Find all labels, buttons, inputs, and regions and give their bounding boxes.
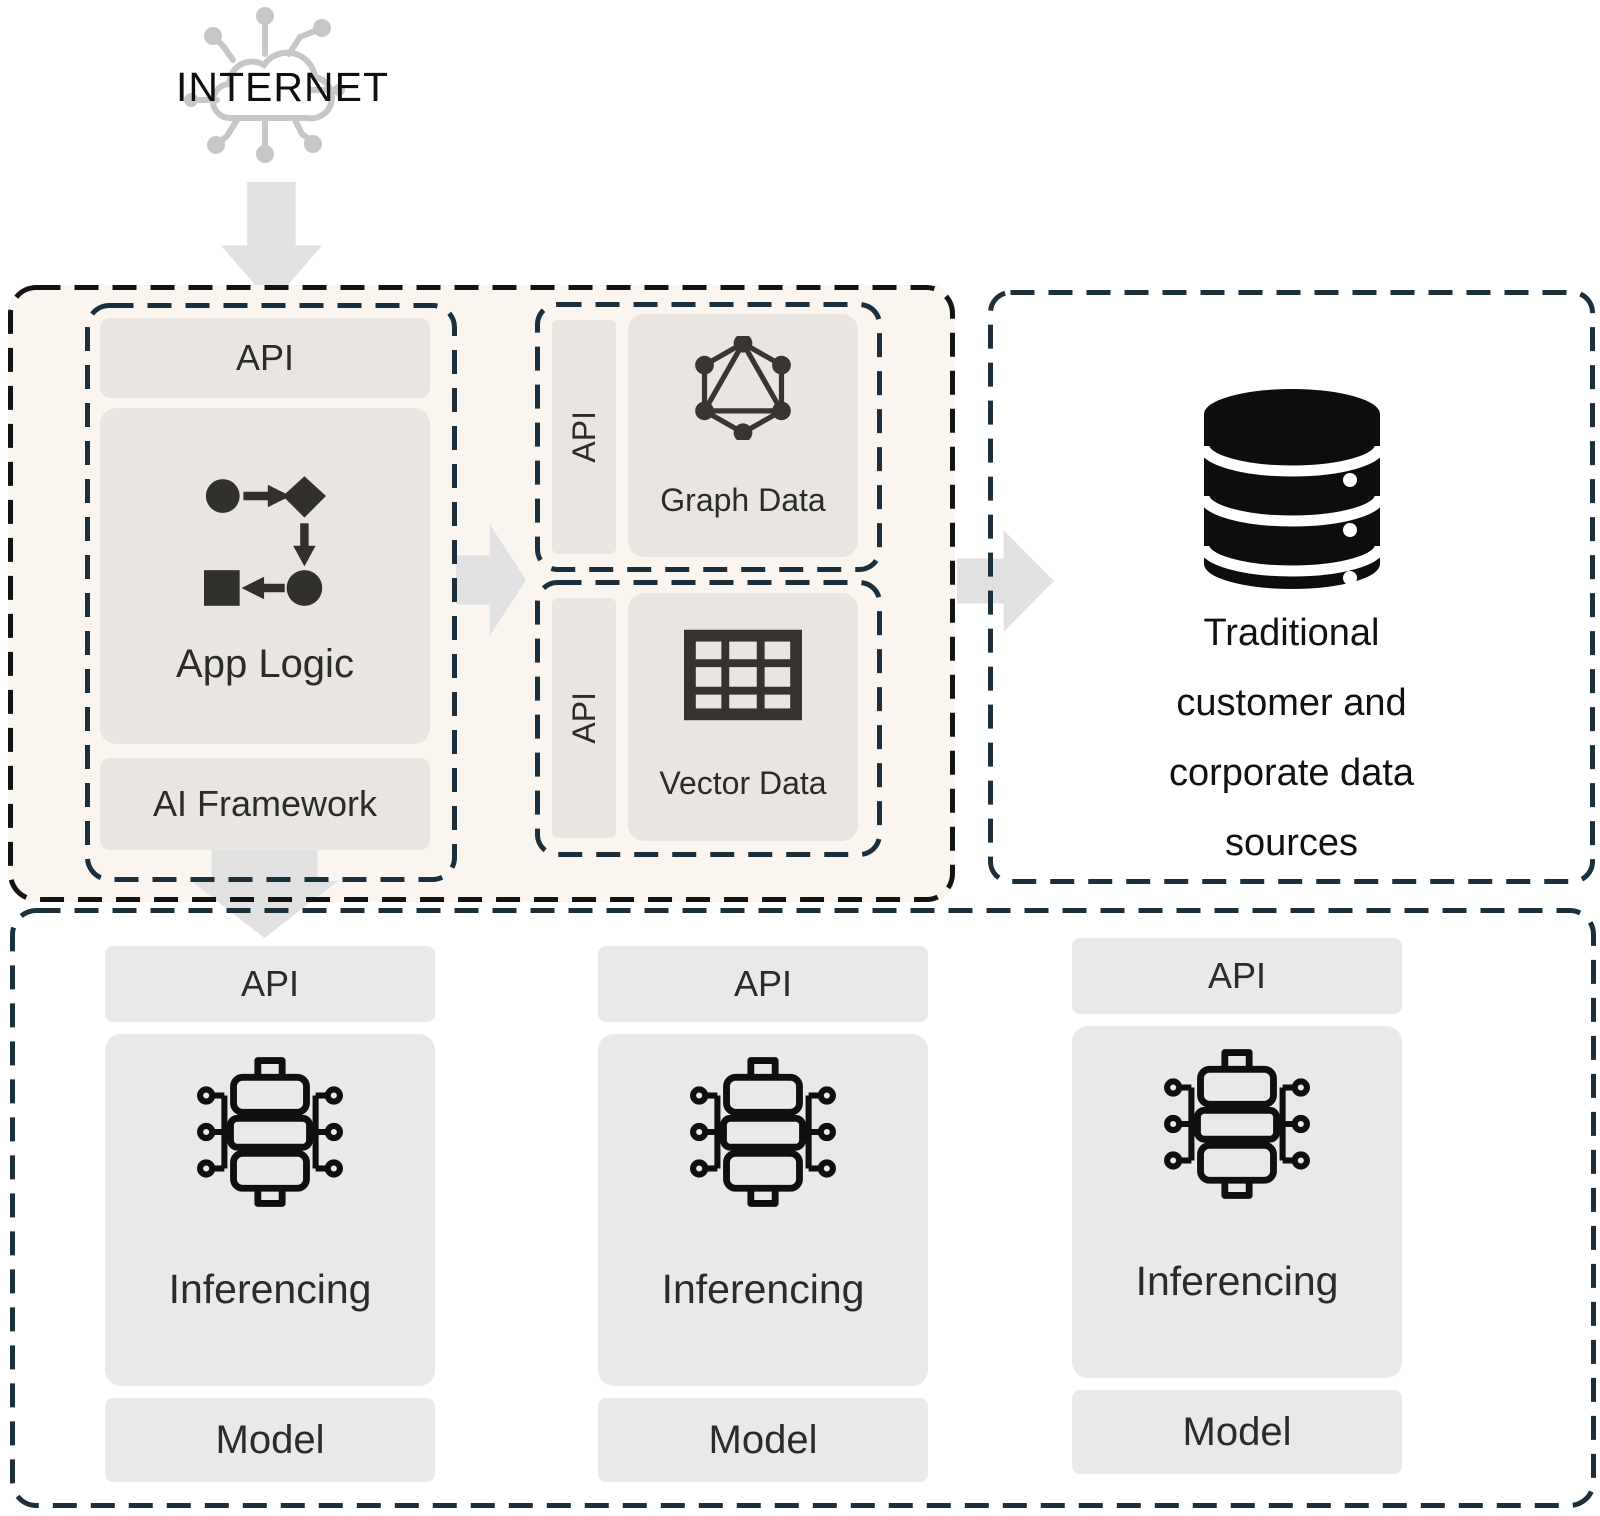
vector-api-bar: API <box>552 598 616 838</box>
graph-api-label: API <box>565 411 602 463</box>
inference-chip-icon <box>197 1057 343 1207</box>
data-sources-line: customer and <box>1176 682 1407 724</box>
ai-framework-label: AI Framework <box>152 783 378 824</box>
model2-model-box: Model <box>598 1398 928 1482</box>
model2-api-label: API <box>733 963 793 1004</box>
vector-store-border <box>535 580 882 857</box>
graph-api-bar: API <box>552 320 616 554</box>
graph-data-box: Graph Data <box>628 314 858 557</box>
model2-inferencing-box: Inferencing <box>598 1034 928 1386</box>
model2-api-box: API <box>598 946 928 1022</box>
database-icon <box>1202 389 1382 589</box>
workflow-icon <box>204 476 326 606</box>
app-logic-label: App Logic <box>176 642 354 686</box>
internet-cloud-icon <box>184 7 345 163</box>
app-environment-border <box>8 285 955 902</box>
graph-data-label: Graph Data <box>660 482 826 518</box>
model1-api-box: API <box>105 946 435 1022</box>
app-api-box: API <box>100 318 430 398</box>
model3-inferencing-box: Inferencing <box>1072 1026 1402 1378</box>
data-sources-border <box>988 290 1595 884</box>
model2-inferencing-label: Inferencing <box>661 1266 865 1312</box>
model1-inferencing-box: Inferencing <box>105 1034 435 1386</box>
model3-api-box: API <box>1072 938 1402 1014</box>
app-api-label: API <box>235 337 295 378</box>
vector-api-label: API <box>565 692 602 744</box>
app-stack-border <box>85 303 457 882</box>
model1-model-box: Model <box>105 1398 435 1482</box>
data-sources-label: Traditional customer and corporate data … <box>1000 598 1583 878</box>
graph-icon <box>695 336 791 440</box>
data-sources-line: Traditional <box>1203 612 1380 654</box>
inference-chip-icon <box>690 1057 836 1207</box>
model3-inferencing-label: Inferencing <box>1135 1258 1339 1304</box>
model3-api-label: API <box>1207 955 1267 996</box>
model-services-border <box>10 908 1596 1508</box>
model1-model-label: Model <box>215 1417 325 1462</box>
model2-model-label: Model <box>708 1417 818 1462</box>
ai-framework-box: AI Framework <box>100 758 430 850</box>
inference-chip-icon <box>1164 1049 1310 1199</box>
model3-model-box: Model <box>1072 1390 1402 1474</box>
internet-label: INTERNET <box>176 64 389 110</box>
data-sources-line: sources <box>1224 822 1359 864</box>
graph-store-border <box>535 302 882 572</box>
vector-data-box: Vector Data <box>628 593 858 841</box>
data-sources-line: corporate data <box>1168 752 1415 794</box>
model1-inferencing-label: Inferencing <box>168 1266 372 1312</box>
app-logic-box: App Logic <box>100 408 430 744</box>
model3-model-label: Model <box>1182 1409 1292 1454</box>
model1-api-label: API <box>240 963 300 1004</box>
vector-data-label: Vector Data <box>659 765 827 801</box>
table-icon <box>684 629 802 721</box>
